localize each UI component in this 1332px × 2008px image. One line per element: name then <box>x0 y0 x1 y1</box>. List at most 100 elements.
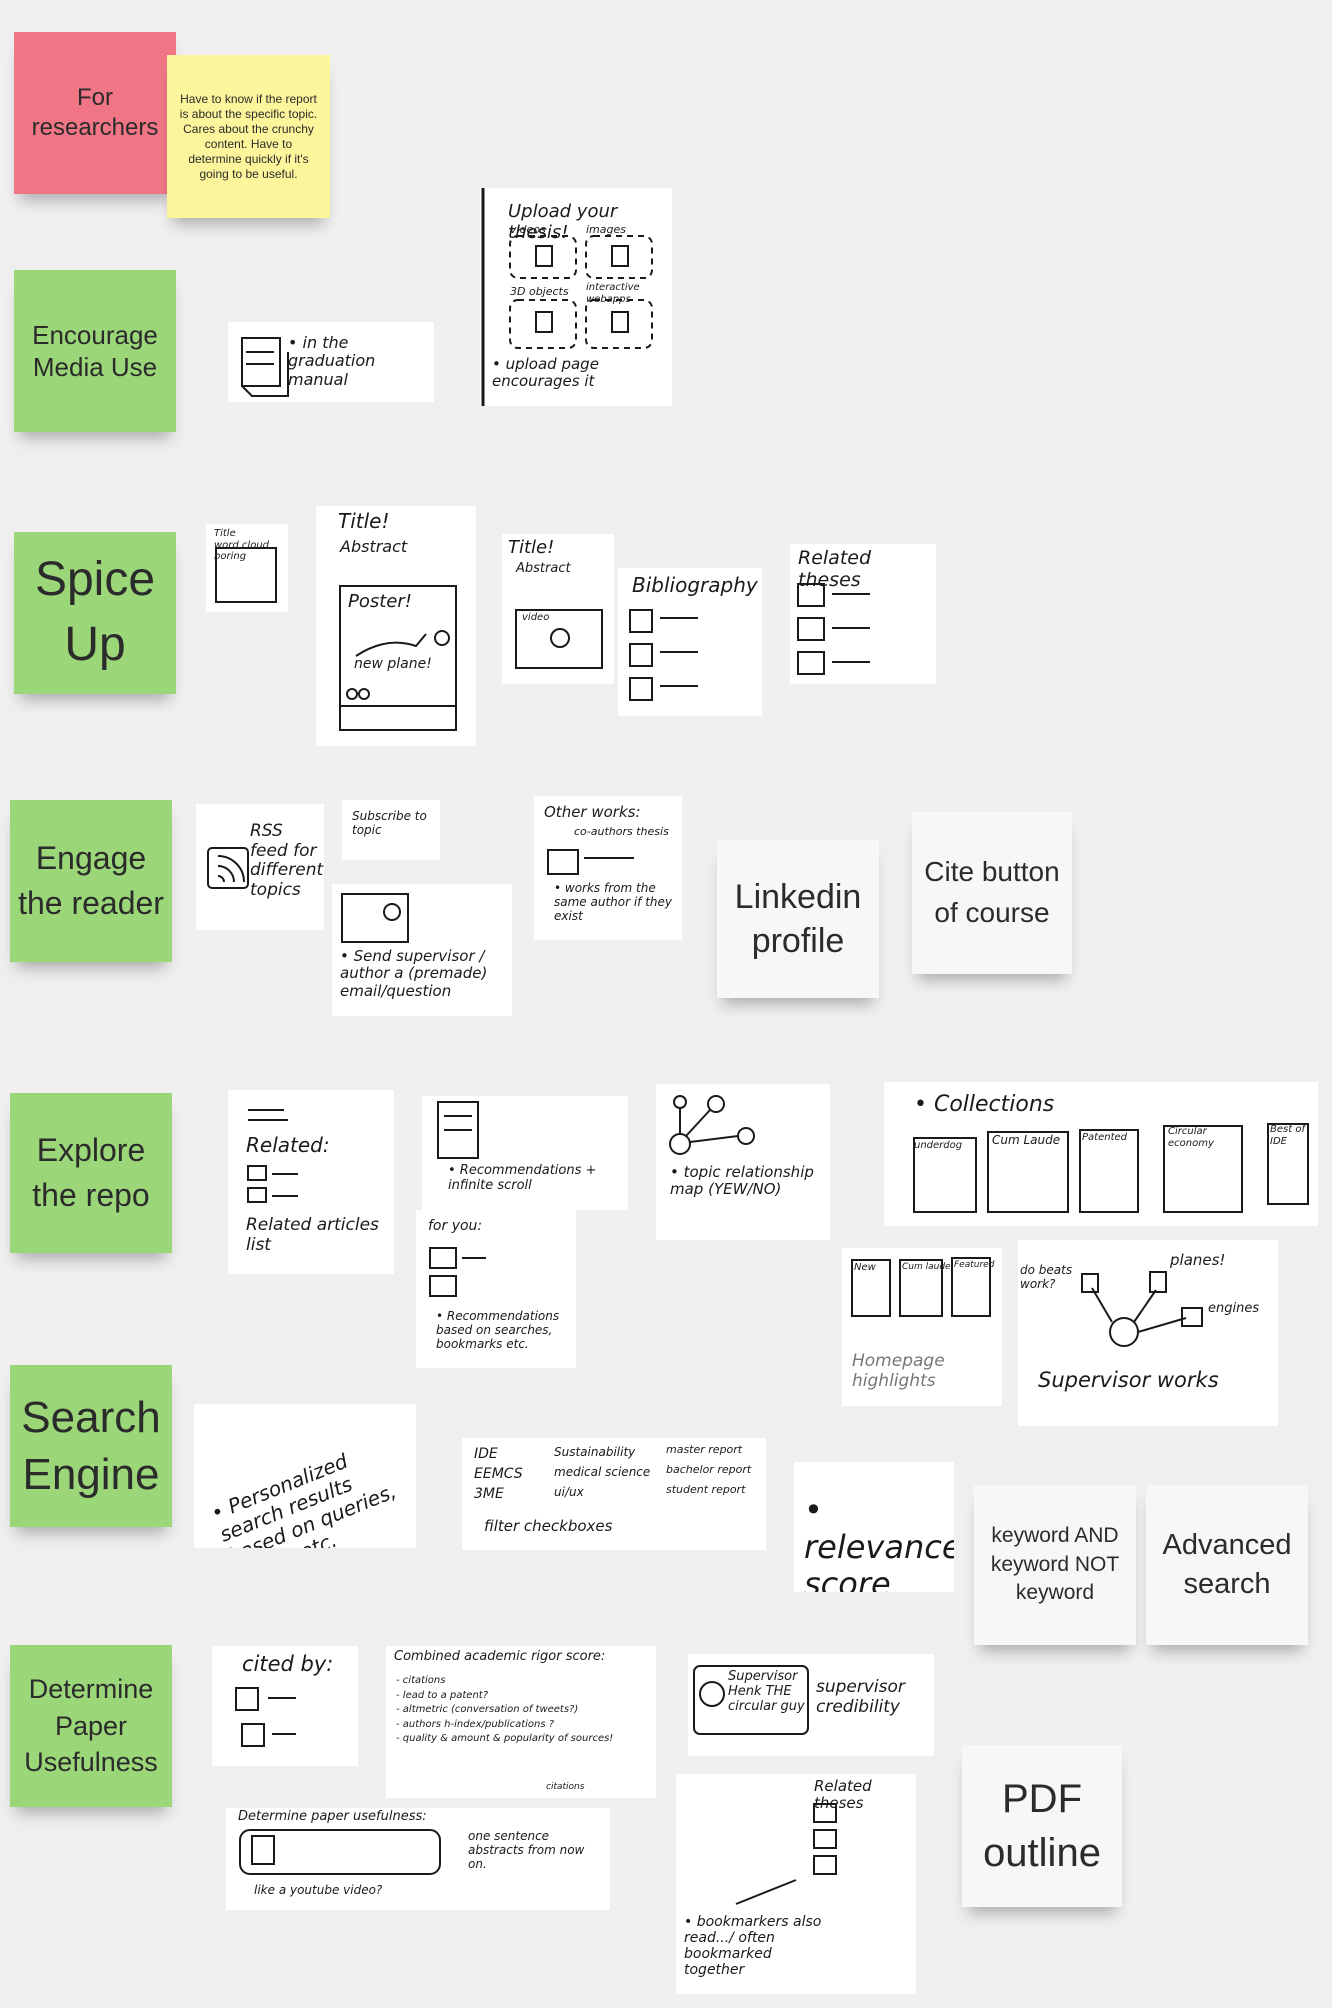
rss-text: RSS feed for different topics <box>250 821 324 900</box>
sketch-related-list[interactable]: Related: Related articles list <box>228 1090 394 1274</box>
homepage-col-0: New <box>854 1262 876 1273</box>
wordcloud-text: Title word cloud boring <box>214 528 270 562</box>
related-list-caption: Related articles list <box>246 1215 379 1255</box>
video-label: video <box>522 612 550 623</box>
collection-col-4: Best of IDE <box>1270 1124 1305 1147</box>
cited-by-text: cited by: <box>242 1652 334 1676</box>
note-encourage-media[interactable]: Encourage Media Use <box>14 270 176 432</box>
homepage-col-1: Cum laude <box>902 1262 951 1272</box>
filter-item-1[interactable]: EEMCS <box>474 1466 523 1482</box>
homepage-columns <box>851 1257 991 1317</box>
topic-map-text: • topic relationship map (YEW/NO) <box>670 1163 814 1199</box>
sketch-video[interactable]: Title! Abstract video <box>502 534 614 684</box>
homepage-highlights-text: Homepage highlights <box>852 1351 945 1391</box>
sketch-personalized-search[interactable]: • Personalized search results based on q… <box>194 1404 416 1548</box>
upload-interactive: interactive webapps <box>586 282 640 305</box>
filter-item-2[interactable]: 3ME <box>474 1486 504 1502</box>
sketch-rigor-score[interactable]: Combined academic rigor score: - citatio… <box>386 1646 656 1798</box>
poster-label: Poster! <box>348 591 412 612</box>
note-determine-usefulness[interactable]: Determine Paper Usefulness <box>10 1645 172 1807</box>
upload-videos: videos <box>510 223 546 236</box>
upload-title: Upload your thesis! <box>508 201 618 243</box>
book-icon <box>241 337 289 397</box>
related-list-frame <box>247 1109 298 1203</box>
filter-item-8[interactable]: student report <box>666 1483 746 1496</box>
sketch-recommendations-scroll[interactable]: • Recommendations + infinite scroll <box>422 1096 628 1210</box>
upload-grid <box>481 188 653 406</box>
related-theses-list <box>797 583 870 675</box>
supervisor-works-graph <box>1081 1271 1203 1347</box>
recommendations-scroll-text: • Recommendations + infinite scroll <box>448 1163 597 1193</box>
sketch-relevance-score[interactable]: • relevance score <box>794 1462 954 1592</box>
sketch-upload-thesis[interactable]: Upload your thesis! videos images 3D obj… <box>480 188 672 406</box>
poster-frame <box>339 585 457 731</box>
filter-item-0[interactable]: IDE <box>474 1446 498 1462</box>
supervisor-card-frame <box>693 1665 809 1735</box>
sketch-cited-by[interactable]: cited by: <box>212 1646 358 1766</box>
sketch-homepage-highlights[interactable]: New Cum laude Featured Homepage highligh… <box>842 1248 1002 1406</box>
supervisor-card-text: Supervisor Henk THE circular guy <box>728 1669 805 1714</box>
sketch-rss[interactable]: RSS feed for different topics <box>196 804 324 930</box>
send-supervisor-text: • Send supervisor / author a (premade) e… <box>340 947 488 1000</box>
note-engage-reader[interactable]: Engage the reader <box>10 800 172 962</box>
note-for-researchers[interactable]: For researchers <box>14 32 176 194</box>
related-theses-2-title: Related theses <box>814 1777 872 1813</box>
poster-title: Title! <box>338 509 390 533</box>
filter-item-4[interactable]: medical science <box>554 1465 651 1479</box>
collection-col-3: Circular economy <box>1168 1126 1214 1149</box>
upload-images: images <box>586 223 626 236</box>
sketch-wordcloud[interactable]: Title word cloud boring <box>206 524 288 612</box>
video-abstract: Abstract <box>516 561 571 576</box>
determine-title: Determine paper usefulness: <box>238 1809 427 1824</box>
rss-icon <box>207 847 249 889</box>
graduation-manual-text: • in the graduation manual <box>288 333 376 389</box>
bookmarkers-text: • bookmarkers also read.../ often bookma… <box>684 1914 822 1979</box>
note-linkedin[interactable]: Linkedin profile <box>717 840 879 998</box>
filter-item-7[interactable]: bachelor report <box>666 1463 752 1476</box>
note-researchers-detail[interactable]: Have to know if the report is about the … <box>167 55 330 218</box>
collection-col-0: underdog <box>914 1140 963 1151</box>
rigor-title: Combined academic rigor score: <box>394 1649 606 1664</box>
sketch-send-supervisor[interactable]: • Send supervisor / author a (premade) e… <box>332 884 512 1016</box>
filter-item-3[interactable]: Sustainability <box>554 1445 636 1459</box>
upload-3d: 3D objects <box>510 285 569 298</box>
sketch-bibliography[interactable]: Bibliography <box>618 568 762 716</box>
note-spice-up[interactable]: Spice Up <box>14 532 176 694</box>
related-list-title: Related: <box>246 1133 330 1157</box>
sketch-for-you[interactable]: for you: • Recommendations based on sear… <box>416 1210 576 1368</box>
sketch-poster[interactable]: Title! Abstract Poster! new plane! <box>316 506 476 746</box>
sketch-supervisor-works[interactable]: do beats work? planes! engines Superviso… <box>1018 1240 1278 1426</box>
filter-item-5[interactable]: ui/ux <box>554 1485 584 1499</box>
sketch-supervisor-credibility[interactable]: Supervisor Henk THE circular guy supervi… <box>688 1654 934 1756</box>
collection-col-1: Cum Laude <box>992 1133 1061 1147</box>
supervisor-credibility-text: supervisor credibility <box>816 1677 905 1717</box>
scroll-frame <box>437 1101 479 1159</box>
bibliography-list <box>629 609 698 701</box>
other-works-sub: co-authors thesis <box>574 825 669 838</box>
related-theses-bookmarks-frame <box>735 1803 837 1905</box>
subscribe-text: Subscribe to topic <box>352 809 427 837</box>
sketch-determine-usefulness[interactable]: Determine paper usefulness: one sentence… <box>226 1808 610 1910</box>
sketch-graduation-manual[interactable]: • in the graduation manual <box>228 322 434 402</box>
sketch-other-works[interactable]: Other works: co-authors thesis • works f… <box>534 796 682 940</box>
rigor-footer: citations <box>546 1782 585 1792</box>
note-cite-button[interactable]: Cite button of course <box>912 812 1072 974</box>
like-youtube-text: like a youtube video? <box>254 1883 383 1897</box>
note-explore-repo[interactable]: Explore the repo <box>10 1093 172 1253</box>
sketch-filter-checkboxes[interactable]: IDE EEMCS 3ME Sustainability medical sci… <box>462 1438 766 1550</box>
note-keyword-query[interactable]: keyword AND keyword NOT keyword <box>974 1485 1136 1645</box>
homepage-col-2: Featured <box>954 1260 995 1270</box>
sketch-related-theses-bookmarks[interactable]: Related theses • bookmarkers also read..… <box>676 1774 916 1994</box>
one-sentence-text: one sentence abstracts from now on. <box>468 1829 585 1871</box>
note-pdf-outline[interactable]: PDF outline <box>962 1745 1122 1907</box>
sketch-subscribe[interactable]: Subscribe to topic <box>342 800 440 860</box>
poster-plane: new plane! <box>354 656 432 672</box>
filter-item-6[interactable]: master report <box>666 1443 743 1456</box>
bibliography-title: Bibliography <box>632 573 758 597</box>
video-frame <box>515 609 603 669</box>
sketch-collections[interactable]: • Collections underdog Cum Laude Patente… <box>884 1082 1318 1226</box>
sketch-related-theses[interactable]: Related theses <box>790 544 936 684</box>
note-advanced-search[interactable]: Advanced search <box>1146 1485 1308 1645</box>
note-search-engine[interactable]: Search Engine <box>10 1365 172 1527</box>
sketch-topic-map[interactable]: • topic relationship map (YEW/NO) <box>656 1084 830 1240</box>
